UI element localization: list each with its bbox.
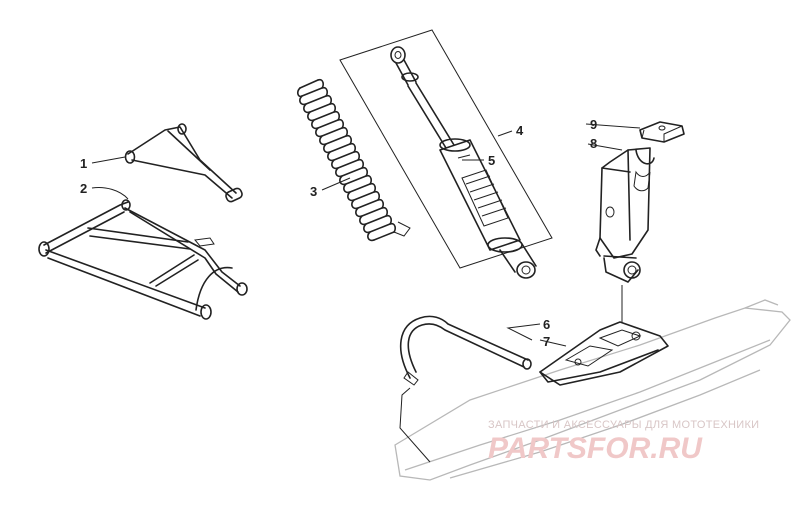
watermark-tagline: ЗАПЧАСТИ И АКСЕССУАРЫ ДЛЯ МОТОТЕХНИКИ: [488, 419, 759, 431]
shock-absorber: [390, 46, 537, 279]
callout-labels: 1 2 3 4 5 6 7 8 9: [80, 117, 597, 349]
upper-a-arm: [124, 123, 243, 203]
lower-a-arm: [38, 199, 248, 320]
callout-7: 7: [543, 334, 550, 349]
callout-5: 5: [488, 153, 495, 168]
spindle-cap: [639, 121, 685, 143]
ski-handle: [399, 315, 532, 386]
spindle: [595, 147, 655, 283]
callout-1: 1: [80, 156, 87, 171]
callout-8: 8: [590, 136, 597, 151]
watermark-logo: PARTSFOR.RU: [488, 432, 703, 465]
spring: [297, 78, 411, 242]
callout-4: 4: [516, 123, 524, 138]
callout-6: 6: [543, 317, 550, 332]
leader-lines: [91, 123, 641, 463]
callout-2: 2: [80, 181, 87, 196]
callout-9: 9: [590, 117, 597, 132]
shock-assembly-bracket: [339, 29, 553, 269]
watermark: ЗАПЧАСТИ И АКСЕССУАРЫ ДЛЯ МОТОТЕХНИКИ PA…: [488, 419, 759, 465]
callout-3: 3: [310, 184, 317, 199]
ski-saddle: [539, 321, 669, 386]
